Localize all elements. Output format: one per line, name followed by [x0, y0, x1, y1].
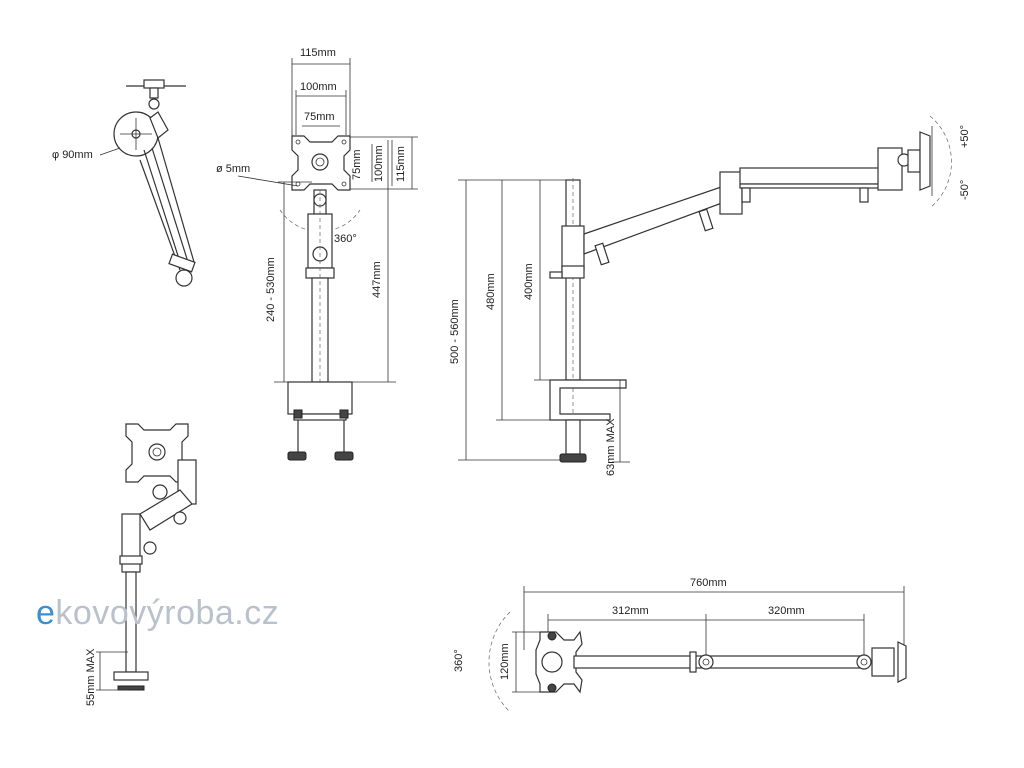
dim-480: 480mm [485, 273, 497, 310]
arm-sketch-small: φ 90mm [52, 79, 196, 287]
rotation-label: 360° [334, 233, 357, 245]
dim-segment-2: 320mm [768, 605, 805, 617]
dim-100-width: 100mm [300, 81, 337, 93]
dim-75-height: 75mm [351, 149, 363, 180]
dim-total-height: 447mm [371, 261, 383, 298]
dim-75-width: 75mm [304, 111, 335, 123]
dim-100-height: 100mm [373, 145, 385, 182]
front-view: 115mm 100mm 75mm 75mm 100mm 115mm ø 5mm … [216, 47, 418, 461]
top-view: 760mm 312mm 320mm 120mm 360° [453, 577, 907, 713]
tilt-down-label: -50° [959, 180, 971, 200]
dim-grommet-max: 55mm MAX [85, 648, 97, 706]
diameter-label: φ 90mm [52, 149, 93, 161]
dim-total-range: 500 - 560mm [449, 299, 461, 364]
dim-plate-height: 120mm [499, 643, 511, 680]
dim-115-width: 115mm [300, 47, 336, 59]
top-rotation-label: 360° [453, 649, 465, 672]
hole-label: ø 5mm [216, 163, 250, 175]
dim-115-height: 115mm [395, 146, 407, 182]
svg-text:ekovovýroba.cz: ekovovýroba.cz [36, 594, 279, 632]
logo-main: kovovýroba [55, 594, 234, 632]
logo-prefix: e [36, 594, 55, 632]
logo-suffix: .cz [234, 594, 279, 632]
dim-total-length: 760mm [690, 577, 727, 589]
side-view: 500 - 560mm 480mm 400mm 63mm MAX [449, 115, 971, 476]
dim-400: 400mm [523, 263, 535, 300]
dim-clamp-max: 63mm MAX [605, 418, 617, 476]
dim-adjust-height: 240 - 530mm [265, 257, 277, 322]
iso-view: 55mm MAX [85, 423, 197, 706]
dim-segment-1: 312mm [612, 605, 649, 617]
tilt-up-label: +50° [959, 125, 971, 148]
brand-logo: ekovovýroba.cz [36, 594, 279, 632]
